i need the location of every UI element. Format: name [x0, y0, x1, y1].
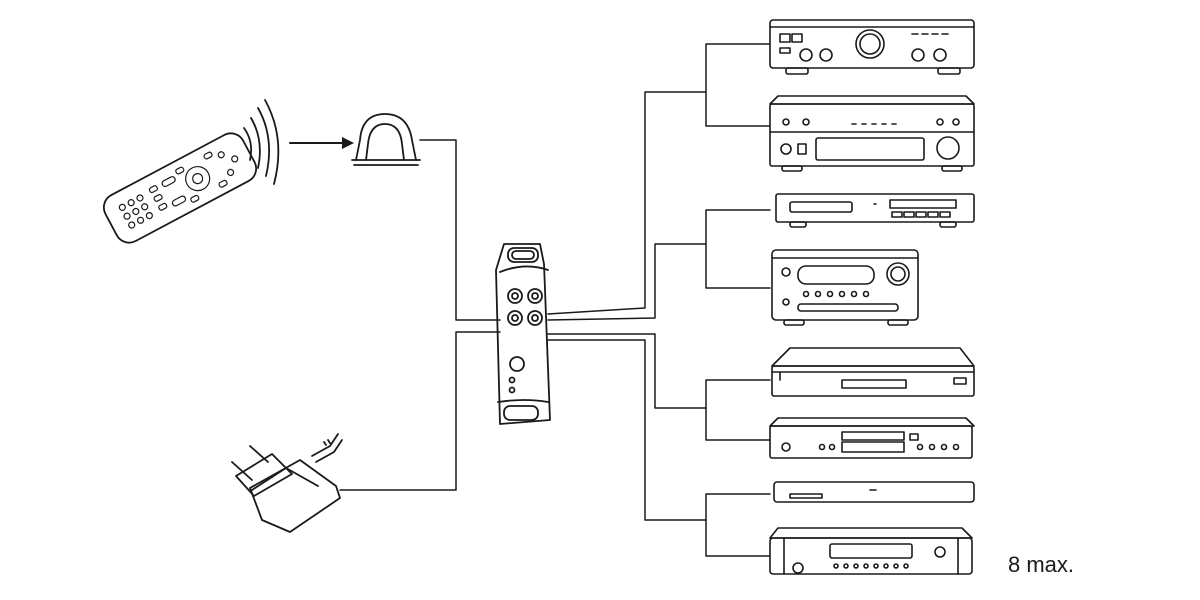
compact-receiver-icon	[771, 249, 919, 326]
av-receiver-icon	[769, 95, 975, 172]
split-1	[705, 43, 771, 127]
output-cable-4	[547, 339, 707, 521]
receiver-cable	[419, 139, 501, 321]
ir-signal-waves-icon	[243, 99, 280, 185]
amplifier-icon	[769, 19, 975, 75]
max-devices-note: 8 max.	[1008, 552, 1075, 577]
ir-distribution-hub-icon	[495, 243, 551, 425]
media-player-icon	[773, 481, 975, 503]
power-cable	[339, 331, 501, 491]
network-player-icon	[769, 527, 973, 575]
split-4	[705, 493, 771, 557]
split-2	[705, 209, 771, 289]
ir-receiver-icon	[351, 113, 421, 166]
disc-player-icon	[771, 347, 975, 397]
split-3	[705, 379, 771, 441]
output-cable-3	[547, 333, 707, 409]
cd-player-icon	[775, 193, 975, 228]
signal-arrow-icon	[289, 137, 354, 149]
power-adapter-icon	[231, 433, 343, 533]
output-cable-1	[547, 91, 707, 315]
wiring	[339, 43, 771, 557]
cd-transport-icon	[769, 417, 975, 459]
output-cable-2	[547, 243, 707, 321]
remote-control-icon	[102, 132, 258, 244]
